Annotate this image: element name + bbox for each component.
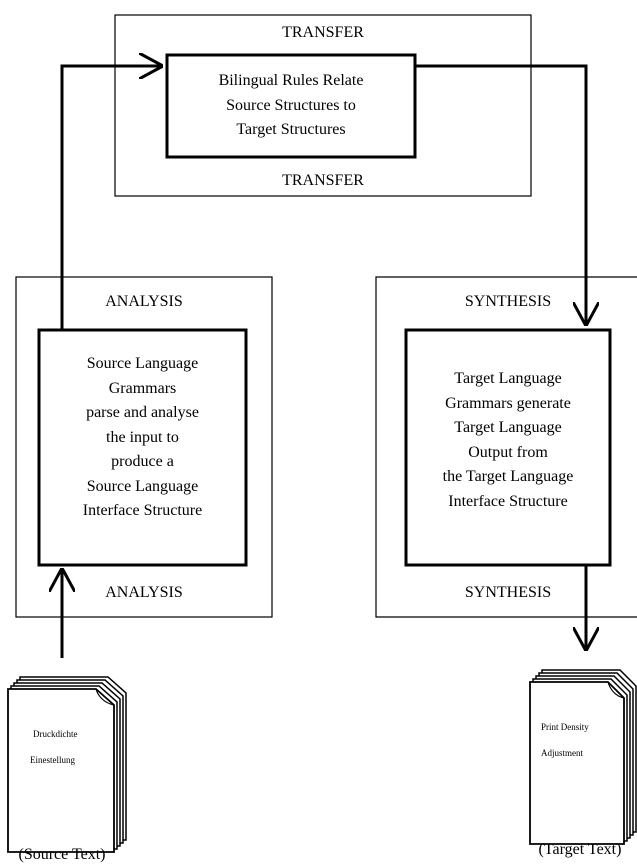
analysis-grammar-line: Grammars <box>108 379 177 397</box>
synthesis-grammar-line: Output from <box>468 443 548 461</box>
transfer-inner-box <box>165 53 417 159</box>
synthesis-outer-box <box>375 276 637 618</box>
analysis-grammar-line: Source Language <box>86 477 199 495</box>
target-document-page-fold <box>607 681 625 699</box>
source-text-caption: (Source Text) <box>18 846 106 863</box>
target-text-caption: (Target Text) <box>538 841 622 858</box>
synthesis-grammar-line: Interface Structure <box>448 492 568 510</box>
source-document-stack <box>7 676 127 853</box>
analysis-grammar-text: Source Language Grammars parse and analy… <box>39 352 246 524</box>
synthesis-label-top: SYNTHESIS <box>464 293 552 310</box>
source-document-line: Druckdichte <box>33 729 78 739</box>
synthesis-grammar-line: Target Language <box>454 419 562 436</box>
synthesis-label-bottom: SYNTHESIS <box>464 584 552 601</box>
synthesis-grammar-line: Grammars generate <box>445 394 571 412</box>
synthesis-grammar-line: Target Language <box>454 370 562 387</box>
analysis-grammar-line: parse and analyse <box>86 404 199 421</box>
source-document-line: Einestellung <box>30 755 75 765</box>
transfer-rules-line: Bilingual Rules Relate <box>218 72 364 89</box>
analysis-grammar-line: the input to <box>106 428 179 446</box>
transfer-outer-box <box>114 14 532 197</box>
transfer-rules-line: Target Structures <box>236 121 346 138</box>
source-document-front-page <box>7 688 115 853</box>
transfer-label-top: TRANSFER <box>282 24 364 41</box>
analysis-grammar-line: Source Language <box>86 355 199 372</box>
target-document-front-page <box>529 681 625 845</box>
target-document-line: Print Density <box>541 722 589 732</box>
transfer-rules-text: Bilingual Rules Relate Source Structures… <box>167 69 415 143</box>
transfer-rules-line: Source Structures to <box>226 96 356 114</box>
target-document-line: Adjustment <box>541 748 583 758</box>
transfer-label-bottom: TRANSFER <box>282 172 364 189</box>
synthesis-grammar-line: the Target Language <box>442 468 574 485</box>
source-document-page-fold <box>95 688 115 706</box>
arrow-analysis-to-transfer <box>60 66 163 330</box>
analysis-outer-box <box>15 276 273 618</box>
arrow-transfer-to-synthesis <box>415 64 586 326</box>
synthesis-grammar-text: Target Language Grammars generate Target… <box>406 367 610 514</box>
target-document-stack <box>529 669 637 845</box>
analysis-grammar-line: produce a <box>111 453 174 470</box>
analysis-grammar-line: Interface Structure <box>82 502 203 519</box>
synthesis-inner-box <box>404 328 612 567</box>
analysis-label-bottom: ANALYSIS <box>105 584 183 601</box>
analysis-label-top: ANALYSIS <box>105 293 183 310</box>
analysis-inner-box <box>37 328 248 567</box>
